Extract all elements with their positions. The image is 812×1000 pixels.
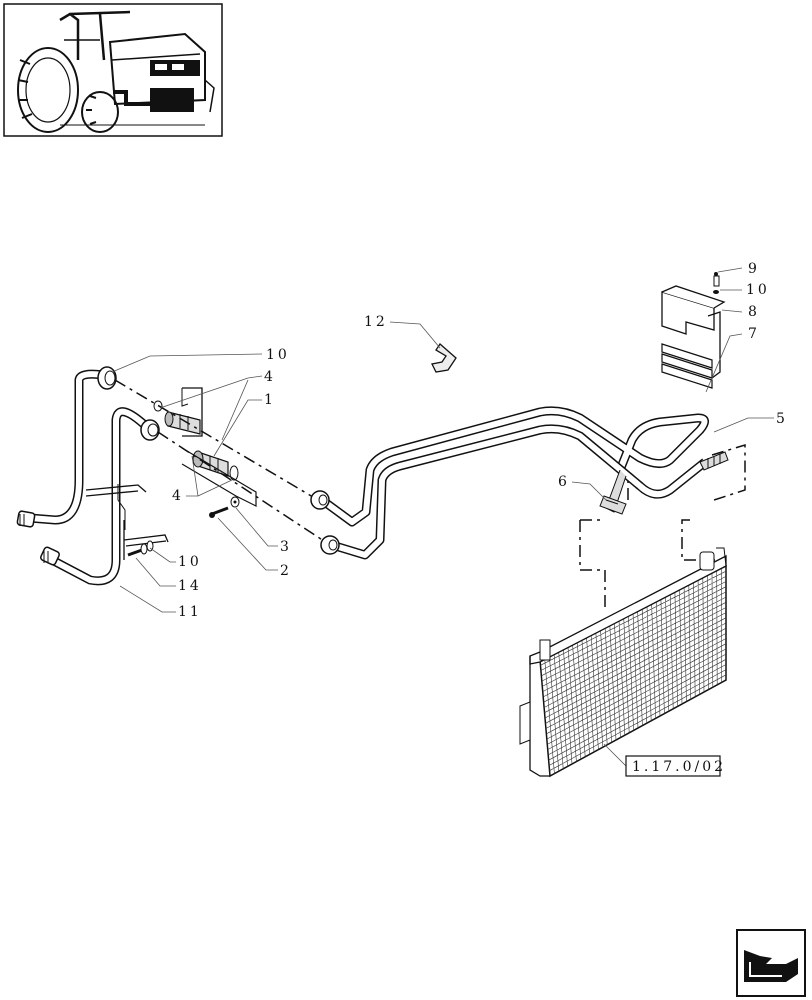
part-label-12: 11 — [178, 604, 202, 620]
cooler-fins — [540, 568, 727, 774]
part-label-9: 9 — [748, 261, 760, 277]
reference-box[interactable]: 1.17.0/02 — [603, 743, 726, 777]
connector-block — [164, 387, 257, 518]
part-labels: 10 4 1 4 3 2 10 14 11 12 9 10 8 — [111, 261, 788, 620]
clip-13 — [431, 343, 457, 373]
part-label-5: 5 — [776, 411, 788, 427]
bracket-assembly — [661, 272, 726, 389]
alignment-lines — [114, 379, 746, 610]
part-label-3: 3 — [280, 539, 292, 555]
part-label-10-right: 10 — [746, 282, 770, 298]
pipe-assembly-left — [16, 366, 169, 586]
cooler-fin-lines — [540, 568, 727, 774]
oil-cooler — [519, 547, 727, 778]
part-label-4-lower: 4 — [172, 488, 184, 504]
part-label-11: 10 — [266, 347, 290, 363]
part-label-2: 2 — [280, 563, 292, 579]
part-label-8: 8 — [748, 304, 760, 320]
tractor-thumbnail-icon[interactable] — [3, 3, 223, 137]
part-label-13: 12 — [364, 314, 388, 330]
part-label-6: 6 — [558, 474, 570, 490]
part-label-14: 14 — [178, 578, 202, 594]
main-pipes — [310, 406, 729, 560]
part-label-7: 7 — [748, 326, 760, 342]
part-label-10-left: 10 — [178, 554, 202, 570]
part-label-4-upper: 4 — [264, 369, 276, 385]
part-label-1: 1 — [264, 392, 276, 408]
reference-label: 1.17.0/02 — [632, 759, 726, 775]
next-page-arrow-icon[interactable] — [736, 929, 806, 997]
